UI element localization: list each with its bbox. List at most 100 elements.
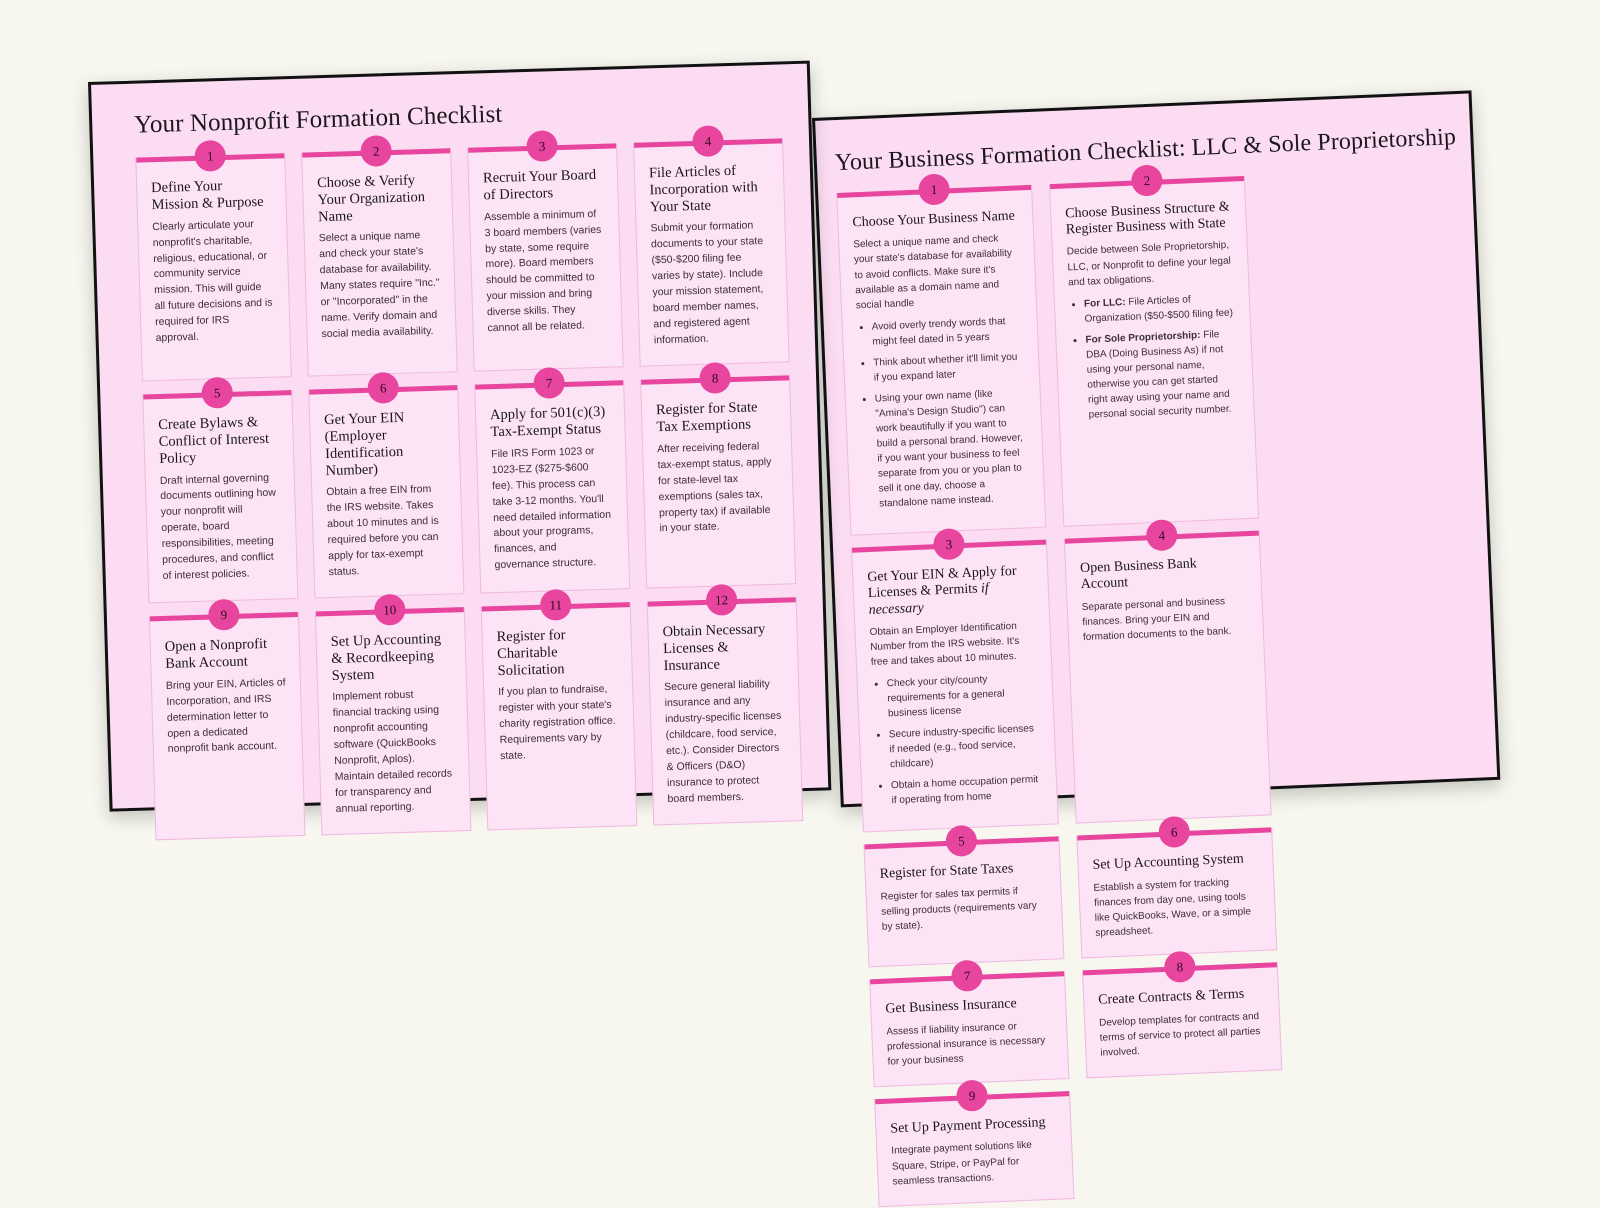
checklist-card[interactable]: 5 Create Bylaws & Conflict of Interest P… [142, 376, 299, 604]
card-title: Register for State Taxes [879, 861, 1014, 883]
checklist-card[interactable]: 8 Register for State Tax Exemptions Afte… [640, 362, 797, 589]
step-number-badge: 8 [1163, 951, 1197, 984]
card-title: Get Business Insurance [885, 996, 1018, 1018]
nonprofit-formation-sheet: Your Nonprofit Formation Checklist 1 Def… [88, 60, 832, 841]
step-number-badge: 12 [705, 584, 738, 616]
card-body: Obtain a free EIN from the IRS website. … [326, 483, 439, 579]
checklist-card[interactable]: 2 Choose & Verify Your Organization Name… [301, 135, 458, 377]
card-title: Obtain Necessary Licenses & Insurance [662, 621, 766, 674]
step-number-badge: 4 [692, 125, 724, 158]
step-number-badge: 4 [1145, 519, 1178, 552]
card-title: Apply for 501(c)(3) Tax-Exempt Status [489, 403, 606, 441]
checklist-card[interactable]: 1 Define Your Mission & Purpose Clearly … [135, 139, 292, 382]
step-number-badge: 8 [699, 362, 732, 395]
card-title: Recruit Your Board of Directors [482, 166, 597, 204]
card-title: Define Your Mission & Purpose [150, 178, 264, 213]
card-title: Create Contracts & Terms [1097, 987, 1245, 1009]
list-item: Avoid overly trendy words that might fee… [872, 314, 1024, 350]
card-title: Open Business Bank Account [1079, 556, 1197, 593]
list-item: Using your own name (like "Amina's Desig… [875, 385, 1031, 511]
checklist-card[interactable]: 4 File Articles of Incorporation with Yo… [633, 125, 790, 367]
step-number-badge: 1 [194, 139, 227, 172]
card-title: Choose & Verify Your Organization Name [316, 172, 426, 225]
step-number-badge: 10 [373, 593, 406, 626]
step-number-badge: 6 [367, 371, 400, 404]
checklist-card[interactable]: 2 Choose Business Structure & Register B… [1048, 164, 1260, 528]
nonprofit-checklist-grid: 1 Define Your Mission & Purpose Clearly … [93, 119, 835, 841]
checklist-card[interactable]: 4 Open Business Bank Account Separate pe… [1063, 519, 1272, 825]
checklist-card[interactable]: 1 Choose Your Business Name Select a uni… [836, 173, 1047, 536]
card-title-text: Get Your EIN & Apply for Licenses & Perm… [866, 564, 1017, 602]
card-bullet-list: Avoid overly trendy words that might fee… [857, 314, 1031, 513]
card-title: Choose Your Business Name [852, 208, 1016, 231]
card-body: Integrate payment solutions like Square,… [891, 1140, 1033, 1188]
card-body: Develop templates for contracts and term… [1098, 1010, 1261, 1059]
card-body: Select a unique name and check your stat… [318, 229, 440, 341]
list-item: Check your city/county requirements for … [886, 670, 1039, 721]
checklist-card[interactable]: 5 Register for State Taxes Register for … [863, 825, 1065, 968]
card-body: Assemble a minimum of 3 board members (v… [483, 207, 602, 335]
business-checklist-grid: 1 Choose Your Business Name Select a uni… [818, 150, 1521, 1208]
list-item: For LLC: File Articles of Organization (… [1084, 290, 1236, 326]
list-item: Think about whether it'll limit you if y… [873, 350, 1025, 386]
step-number-badge: 11 [539, 588, 572, 621]
card-body: Establish a system for tracking finances… [1093, 876, 1252, 940]
card-bullet-list: Check your city/county requirements for … [871, 670, 1042, 809]
card-body: Submit your formation documents to your … [650, 219, 764, 347]
list-item: Obtain a home occupation permit if opera… [891, 772, 1043, 808]
card-body: Draft internal governing documents outli… [159, 471, 277, 583]
checklist-card[interactable]: 10 Set Up Accounting & Recordkeeping Sys… [314, 593, 472, 836]
card-body: Separate personal and business finances.… [1081, 595, 1232, 644]
step-number-badge: 5 [945, 825, 978, 858]
card-title: Create Bylaws & Conflict of Interest Pol… [157, 414, 270, 467]
step-number-badge: 3 [526, 130, 559, 163]
list-item: Secure industry-specific licenses if nee… [889, 721, 1042, 772]
step-number-badge: 2 [360, 135, 393, 167]
card-title: Register for Charitable Solicitation [496, 627, 566, 679]
step-number-badge: 3 [932, 528, 966, 561]
card-body: After receiving federal tax-exempt statu… [656, 439, 772, 535]
checklist-card[interactable]: 9 Open a Nonprofit Bank Account Bring yo… [148, 598, 306, 841]
checklist-card[interactable]: 11 Register for Charitable Solicitation … [480, 588, 638, 831]
card-title: Get Your EIN & Apply for Licenses & Perm… [867, 563, 1035, 619]
business-formation-sheet: Your Business Formation Checklist: LLC &… [812, 90, 1501, 1208]
checklist-card[interactable]: 6 Set Up Accounting System Establish a s… [1076, 816, 1278, 959]
checklist-card[interactable]: 9 Set Up Payment Processing Integrate pa… [874, 1079, 1075, 1208]
step-number-badge: 7 [950, 960, 984, 993]
step-number-badge: 2 [1130, 164, 1164, 197]
step-number-badge: 9 [207, 598, 240, 631]
list-item: For Sole Proprietorship: File DBA (Doing… [1085, 326, 1240, 422]
step-number-badge: 6 [1158, 816, 1191, 849]
card-body: Implement robust financial tracking usin… [332, 689, 453, 816]
card-body: If you plan to fundraise, register with … [498, 683, 616, 763]
card-title: File Articles of Incorporation with Your… [648, 162, 758, 216]
canvas: Your Business Formation Checklist: LLC &… [0, 0, 1600, 900]
card-title: Open a Nonprofit Bank Account [164, 635, 268, 672]
checklist-card[interactable]: 12 Obtain Necessary Licenses & Insurance… [646, 584, 804, 826]
step-number-badge: 5 [201, 376, 234, 409]
card-title: Set Up Accounting System [1092, 852, 1245, 874]
card-title: Get Your EIN (Employer Identification Nu… [323, 409, 405, 479]
card-title: Set Up Payment Processing [890, 1115, 1046, 1137]
card-title: Register for State Tax Exemptions [655, 399, 758, 436]
step-number-badge: 9 [955, 1079, 989, 1113]
checklist-card[interactable]: 6 Get Your EIN (Employer Identification … [308, 371, 465, 599]
card-title: Set Up Accounting & Recordkeeping System [330, 630, 442, 684]
card-title: Choose Business Structure & Register Bus… [1064, 199, 1230, 238]
checklist-card[interactable]: 3 Recruit Your Board of Directors Assemb… [467, 130, 624, 372]
list-item-lead: For Sole Proprietorship: [1085, 329, 1201, 346]
checklist-card[interactable]: 3 Get Your EIN & Apply for Licenses & Pe… [851, 528, 1059, 833]
card-body: Decide between Sole Proprietorship, LLC,… [1066, 240, 1232, 289]
card-body: Select a unique name and check your stat… [853, 233, 1013, 312]
card-body: Secure general liability insurance and a… [664, 678, 782, 806]
card-bullet-list: For LLC: File Articles of Organization (… [1069, 290, 1240, 423]
card-body: Bring your EIN, Articles of Incorporatio… [165, 676, 286, 756]
card-body: Obtain an Employer Identification Number… [869, 620, 1020, 669]
checklist-card[interactable]: 8 Create Contracts & Terms Develop templ… [1081, 951, 1283, 1079]
card-body: Register for sales tax permits if sellin… [880, 885, 1038, 933]
checklist-card[interactable]: 7 Get Business Insurance Assess if liabi… [869, 960, 1070, 1088]
card-body: File IRS Form 1023 or 1023-EZ ($275-$600… [491, 444, 612, 572]
step-number-badge: 1 [917, 173, 951, 206]
card-body: Clearly articulate your nonprofit's char… [152, 217, 273, 345]
checklist-card[interactable]: 7 Apply for 501(c)(3) Tax-Exempt Status … [474, 367, 631, 594]
